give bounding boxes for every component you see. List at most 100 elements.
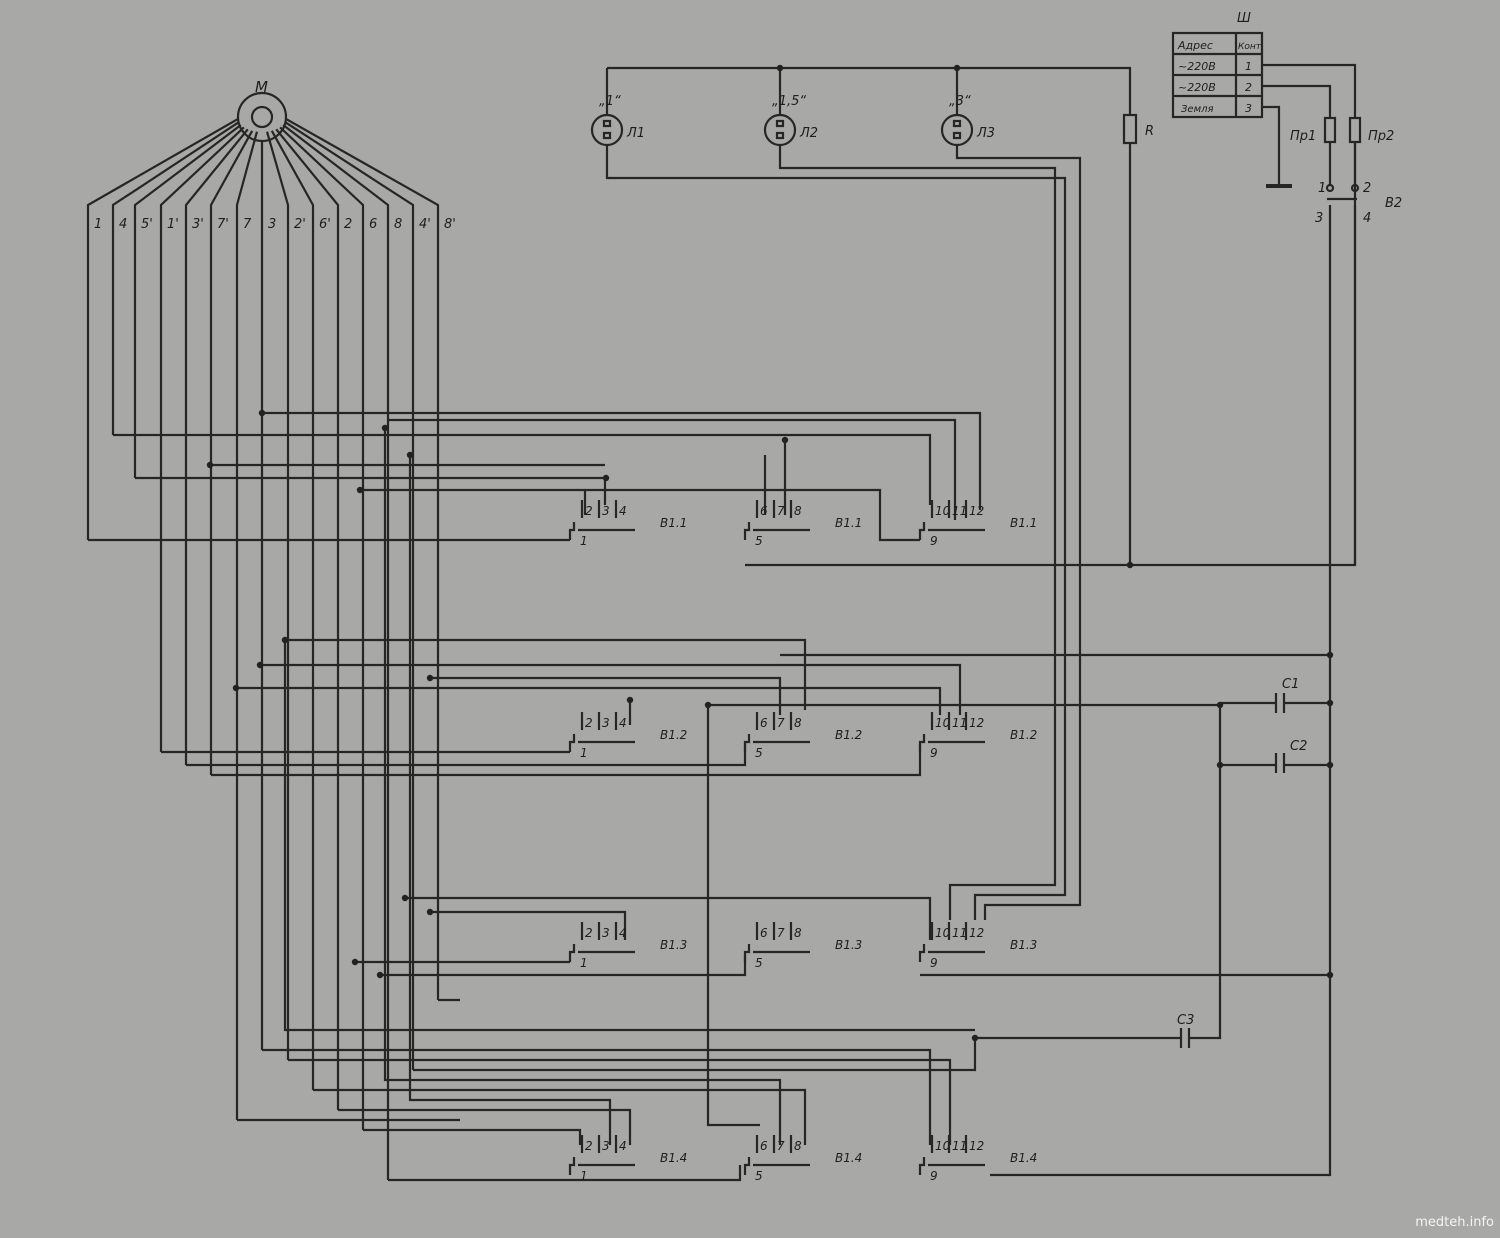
lamp-speed: „1“ bbox=[599, 94, 621, 109]
switch-contact bbox=[918, 734, 926, 752]
wire bbox=[383, 428, 782, 1145]
c3-label: C3 bbox=[1177, 1013, 1194, 1028]
junction-dot bbox=[776, 64, 784, 72]
junction-dot bbox=[781, 436, 789, 444]
capacitor-c2: C2 bbox=[1274, 739, 1307, 773]
b2-pin bbox=[1350, 183, 1360, 193]
lamp-speed: „1,5“ bbox=[772, 94, 806, 109]
switch-pin-label: 4 bbox=[619, 504, 627, 518]
motor-wire-label: 6' bbox=[319, 217, 331, 232]
motor-wire-label: 7 bbox=[243, 217, 252, 232]
switch-label: В1.3 bbox=[660, 938, 687, 952]
junction-dot bbox=[1326, 699, 1334, 707]
header-contact: Конт. bbox=[1238, 42, 1264, 52]
wire bbox=[778, 145, 1057, 920]
switch-pin-label: 10 bbox=[935, 1139, 951, 1153]
switch-label: В1.2 bbox=[835, 728, 862, 742]
switch-contact bbox=[743, 1157, 751, 1175]
motor-wire-label: 2 bbox=[344, 217, 352, 232]
switch-contact bbox=[918, 522, 926, 540]
switch-pin-label: 9 bbox=[930, 746, 938, 760]
watermark: medteh.info bbox=[1415, 1215, 1494, 1230]
motor: M bbox=[236, 78, 288, 143]
switch-pin-label: 10 bbox=[935, 926, 951, 940]
b2-pin-1: 1 bbox=[1318, 181, 1326, 196]
lamp-pin bbox=[952, 131, 962, 140]
motor-wire-label: 5' bbox=[141, 217, 153, 232]
wires bbox=[86, 63, 1357, 1182]
wire bbox=[955, 145, 1082, 920]
motor-wire bbox=[209, 130, 254, 775]
switch-pin-label: 3 bbox=[602, 926, 610, 940]
motor-wire bbox=[111, 121, 240, 435]
switch-label: В1.4 bbox=[660, 1151, 687, 1165]
junction-dot bbox=[971, 1034, 979, 1042]
junction-dot bbox=[426, 908, 434, 916]
wire bbox=[430, 676, 782, 715]
switch-label: В1.3 bbox=[835, 938, 862, 952]
switch-contact bbox=[743, 734, 751, 752]
junction-dot bbox=[1326, 761, 1334, 769]
wire bbox=[990, 205, 1332, 1177]
wire bbox=[1262, 63, 1357, 118]
switch-contact bbox=[918, 1157, 926, 1175]
wire bbox=[430, 910, 627, 940]
wire bbox=[1189, 705, 1222, 1040]
switch-contact bbox=[743, 944, 751, 962]
switch-pin-label: 11 bbox=[952, 716, 967, 730]
junction-dot bbox=[426, 674, 434, 682]
wire bbox=[288, 638, 807, 710]
fuse-pr1 bbox=[1323, 116, 1337, 144]
wire bbox=[283, 640, 975, 1032]
row-address: ~220В bbox=[1178, 81, 1216, 94]
switch-label: В1.2 bbox=[660, 728, 687, 742]
lamp-1: Л1 „1“ bbox=[590, 94, 645, 147]
switch-contact bbox=[568, 1157, 576, 1175]
connector-table: Ш Адрес Конт. ~220В 1 ~220В 2 Земля 3 bbox=[1171, 11, 1264, 119]
switch-pin-label: 5 bbox=[755, 534, 763, 548]
wire bbox=[135, 476, 607, 505]
switch-pin-label: 1 bbox=[580, 1169, 588, 1183]
junction-dot bbox=[1326, 971, 1334, 979]
wire bbox=[706, 705, 760, 1127]
capacitor-c1: C1 bbox=[1274, 677, 1299, 713]
wire bbox=[262, 1048, 932, 1145]
switch-pin-label: 6 bbox=[760, 926, 768, 940]
switch-pin-label: 3 bbox=[602, 716, 610, 730]
connector-label: Ш bbox=[1237, 11, 1251, 26]
motor-wire bbox=[86, 118, 238, 540]
lamp-pin bbox=[602, 131, 612, 140]
lamp-pin bbox=[952, 119, 962, 128]
lamp-ref: Л1 bbox=[626, 126, 645, 141]
motor-wire bbox=[286, 118, 440, 1000]
switch-label: В1.4 bbox=[1010, 1151, 1037, 1165]
junction-dot bbox=[381, 424, 389, 432]
junction-dot bbox=[258, 409, 266, 417]
motor-wire bbox=[270, 130, 315, 1090]
junction-dot bbox=[232, 684, 240, 692]
switch-pin-label: 10 bbox=[935, 504, 951, 518]
switch-pin-label: 9 bbox=[930, 534, 938, 548]
junction-dot bbox=[602, 474, 610, 482]
motor-label: M bbox=[255, 78, 268, 96]
switch-label: В1.2 bbox=[1010, 728, 1037, 742]
switch-pin-label: 3 bbox=[602, 1139, 610, 1153]
wire bbox=[288, 1058, 952, 1145]
junction-dot bbox=[1216, 701, 1224, 709]
switch-label: В1.1 bbox=[660, 516, 687, 530]
lamp-icon bbox=[590, 113, 624, 147]
switch-pin-label: 8 bbox=[794, 926, 802, 940]
b2-pin-2: 2 bbox=[1363, 181, 1371, 196]
switch-pin-label: 1 bbox=[580, 746, 588, 760]
switch-pin-label: 5 bbox=[755, 1169, 763, 1183]
motor-wire-label: 8 bbox=[394, 217, 402, 232]
junction-dot bbox=[704, 701, 712, 709]
switch-contact bbox=[568, 734, 576, 752]
